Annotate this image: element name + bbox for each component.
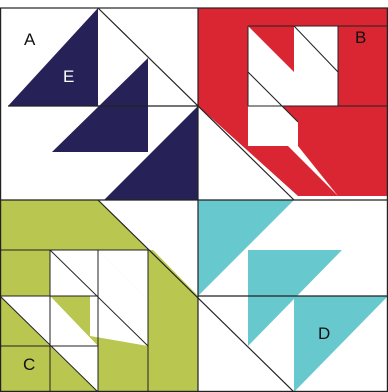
label-b: B — [355, 28, 366, 47]
label-c: C — [23, 355, 35, 374]
label-a: A — [24, 30, 36, 49]
red-band-top — [248, 8, 388, 26]
label-d: D — [318, 324, 330, 343]
red-band-left — [198, 8, 248, 114]
label-e: E — [63, 67, 74, 86]
